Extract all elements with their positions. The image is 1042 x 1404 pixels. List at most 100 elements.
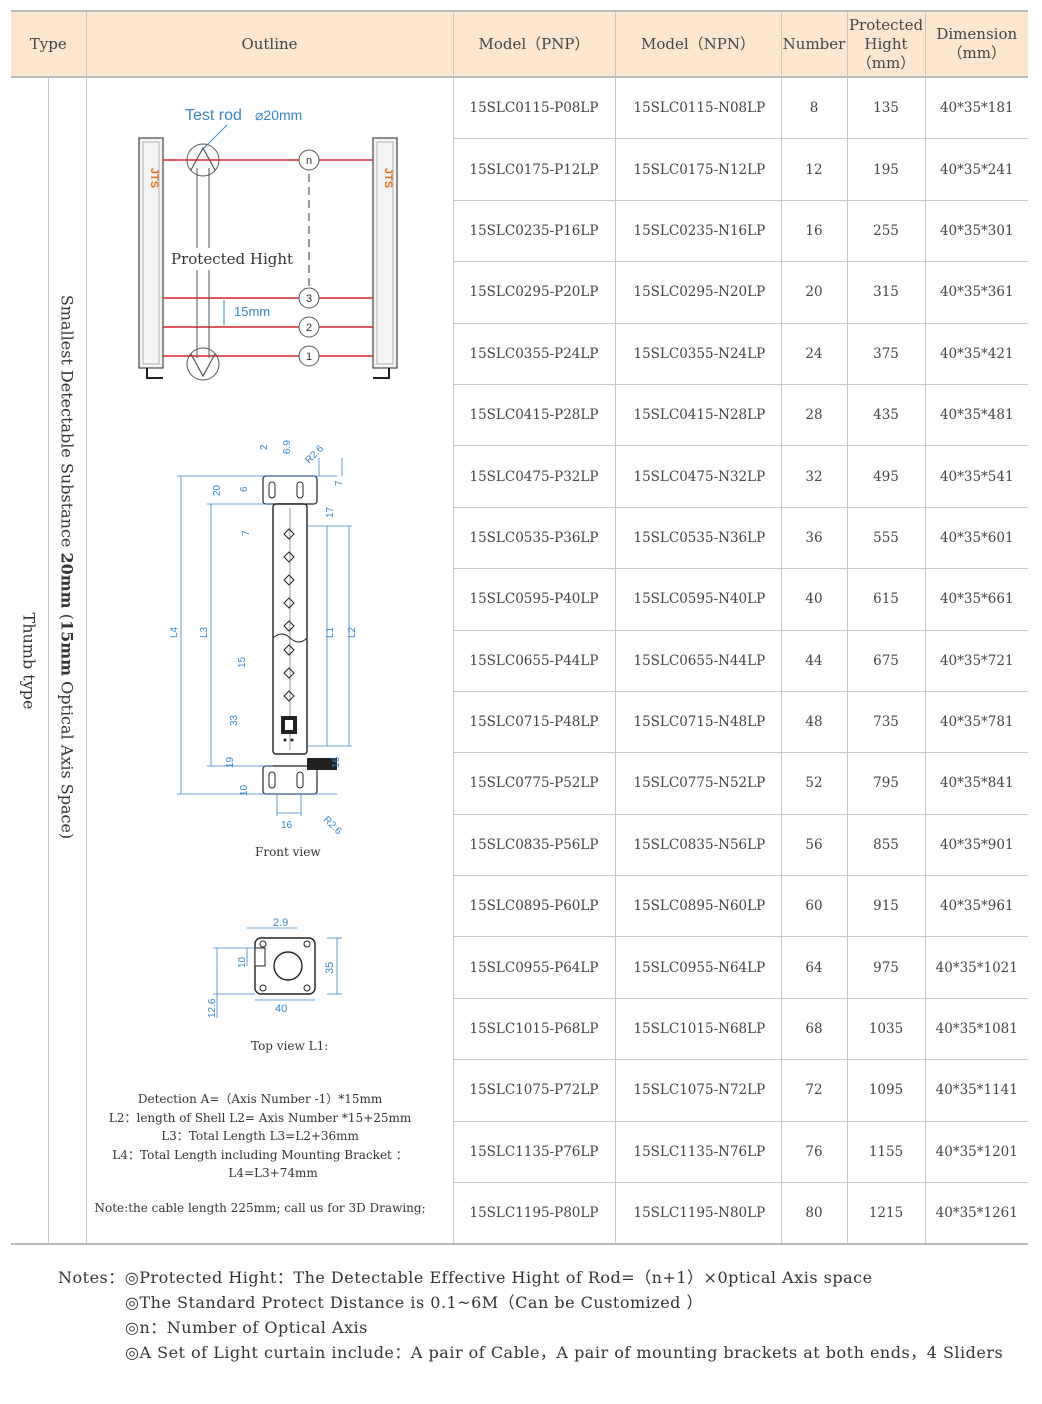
substance-label-spacing: 15mm <box>57 620 77 677</box>
model-npn-cell: 15SLC0415-N28LP <box>615 384 782 447</box>
dim-16-bottom: 16 <box>281 820 293 831</box>
model-npn-cell: 15SLC1135-N76LP <box>615 1121 782 1184</box>
protected-hight-cell: 555 <box>847 507 926 570</box>
definition-5: L4=L3+74mm <box>228 1166 318 1180</box>
model-npn-cell: 15SLC0775-N52LP <box>615 752 782 815</box>
dimension-cell: 40*35*1081 <box>925 998 1028 1061</box>
dim-7-top: 7 <box>334 480 345 486</box>
substance-label-size: 20mm <box>57 552 77 610</box>
brand-logo-right: JTS <box>382 168 394 188</box>
model-npn-cell: 15SLC0835-N56LP <box>615 814 782 877</box>
protected-hight-cell: 675 <box>847 630 926 692</box>
dimension-cell: 40*35*961 <box>925 875 1028 938</box>
model-pnp-cell: 15SLC0235-P16LP <box>453 200 616 263</box>
header-dimension-line1: Dimension <box>936 25 1018 43</box>
dim-r2-6-bottom: R2.6 <box>320 814 343 837</box>
dimension-cell: 40*35*1021 <box>925 936 1028 999</box>
model-npn-cell: 15SLC0475-N32LP <box>615 445 782 508</box>
dimension-cell: 40*35*541 <box>925 445 1028 508</box>
beam-circle-n <box>298 149 319 171</box>
test-rod-leader <box>201 124 227 151</box>
protected-hight-cell: 1215 <box>847 1182 926 1246</box>
test-rod-diameter: ⌀20mm <box>255 107 302 123</box>
protected-hight-cell: 855 <box>847 814 926 877</box>
model-pnp-cell: 15SLC0955-P64LP <box>453 936 616 999</box>
outline-cell: Test rod ⌀20mm JTS JTS <box>86 77 454 1246</box>
definition-1: Detection A=（Axis Number -1）*15mm <box>137 1092 383 1106</box>
dimension-cell: 40*35*661 <box>925 568 1028 631</box>
type-label: Thumb type <box>19 612 39 710</box>
number-cell: 8 <box>781 77 848 140</box>
model-pnp-cell: 15SLC1075-P72LP <box>453 1059 616 1122</box>
definition-2: L2：length of Shell L2= Axis Number *15+2… <box>108 1110 412 1125</box>
top-dim-10: 10 <box>237 956 248 968</box>
dimension-cell: 40*35*1201 <box>925 1121 1028 1184</box>
dim-7-side: 7 <box>241 530 252 536</box>
number-cell: 60 <box>781 875 848 938</box>
dim-33: 33 <box>229 714 240 726</box>
beam-label-1: 1 <box>305 351 311 363</box>
outline-panel: Test rod ⌀20mm JTS JTS <box>87 78 454 1243</box>
header-type: Type <box>11 10 87 78</box>
top-view-caption: Top view L1: <box>251 1039 328 1053</box>
protected-hight-cell: 795 <box>847 752 926 815</box>
number-cell: 40 <box>781 568 848 631</box>
dim-15: 15 <box>237 656 248 668</box>
dim-17: 17 <box>325 506 336 518</box>
model-pnp-cell: 15SLC0835-P56LP <box>453 814 616 877</box>
beam-label-n: n <box>305 155 311 167</box>
receiver-bar: JTS <box>371 137 398 379</box>
note-3: ◎n：Number of Optical Axis <box>125 1318 368 1337</box>
dimension-cell: 40*35*1261 <box>925 1182 1028 1246</box>
model-pnp-cell: 15SLC1135-P76LP <box>453 1121 616 1184</box>
dimension-cell: 40*35*181 <box>925 77 1028 140</box>
model-npn-cell: 15SLC0235-N16LP <box>615 200 782 263</box>
header-dimension-line2: （mm） <box>947 44 1006 62</box>
number-cell: 20 <box>781 261 848 324</box>
dimension-cell: 40*35*301 <box>925 200 1028 263</box>
header-outline: Outline <box>86 10 454 78</box>
number-cell: 72 <box>781 1059 848 1122</box>
dimension-cell: 40*35*481 <box>925 384 1028 447</box>
beam-label-3: 3 <box>305 293 311 305</box>
dimension-cell: 40*35*361 <box>925 261 1028 324</box>
model-npn-cell: 15SLC0175-N12LP <box>615 138 782 201</box>
front-view-drawing <box>176 458 352 816</box>
top-dim-12-6: 12.6 <box>207 998 218 1018</box>
protected-hight-cell: 1155 <box>847 1121 926 1184</box>
header-protected-hight: Protected Hight （mm） <box>847 10 926 78</box>
model-npn-cell: 15SLC0655-N44LP <box>615 630 782 692</box>
model-pnp-cell: 15SLC0715-P48LP <box>453 691 616 754</box>
protected-hight-cell: 255 <box>847 200 926 263</box>
number-cell: 68 <box>781 998 848 1061</box>
brand-logo-left: JTS <box>148 168 160 188</box>
dimension-cell: 40*35*901 <box>925 814 1028 877</box>
model-npn-cell: 15SLC0535-N36LP <box>615 507 782 570</box>
protected-hight-label: Protected Hight <box>171 250 293 268</box>
beam-circle-1 <box>298 345 319 367</box>
model-pnp-cell: 15SLC0415-P28LP <box>453 384 616 447</box>
header-model-npn: Model（NPN） <box>615 10 782 78</box>
dim-6: 6 <box>239 486 250 492</box>
dim-10: 10 <box>239 784 250 796</box>
type-cell: Thumb type <box>11 77 49 1246</box>
model-pnp-cell: 15SLC0175-P12LP <box>453 138 616 201</box>
top-dim-2-9: 2.9 <box>273 917 288 929</box>
number-cell: 76 <box>781 1121 848 1184</box>
top-view-drawing: 2.9 10 35 12.6 40 <box>207 917 342 1018</box>
header-number: Number <box>781 10 848 78</box>
header-model-pnp: Model（PNP） <box>453 10 616 78</box>
model-pnp-cell: 15SLC0775-P52LP <box>453 752 616 815</box>
model-npn-cell: 15SLC1195-N80LP <box>615 1182 782 1246</box>
protected-hight-cell: 915 <box>847 875 926 938</box>
number-cell: 36 <box>781 507 848 570</box>
model-npn-cell: 15SLC0115-N08LP <box>615 77 782 140</box>
note-4: ◎A Set of Light curtain include：A pair o… <box>125 1343 1004 1362</box>
